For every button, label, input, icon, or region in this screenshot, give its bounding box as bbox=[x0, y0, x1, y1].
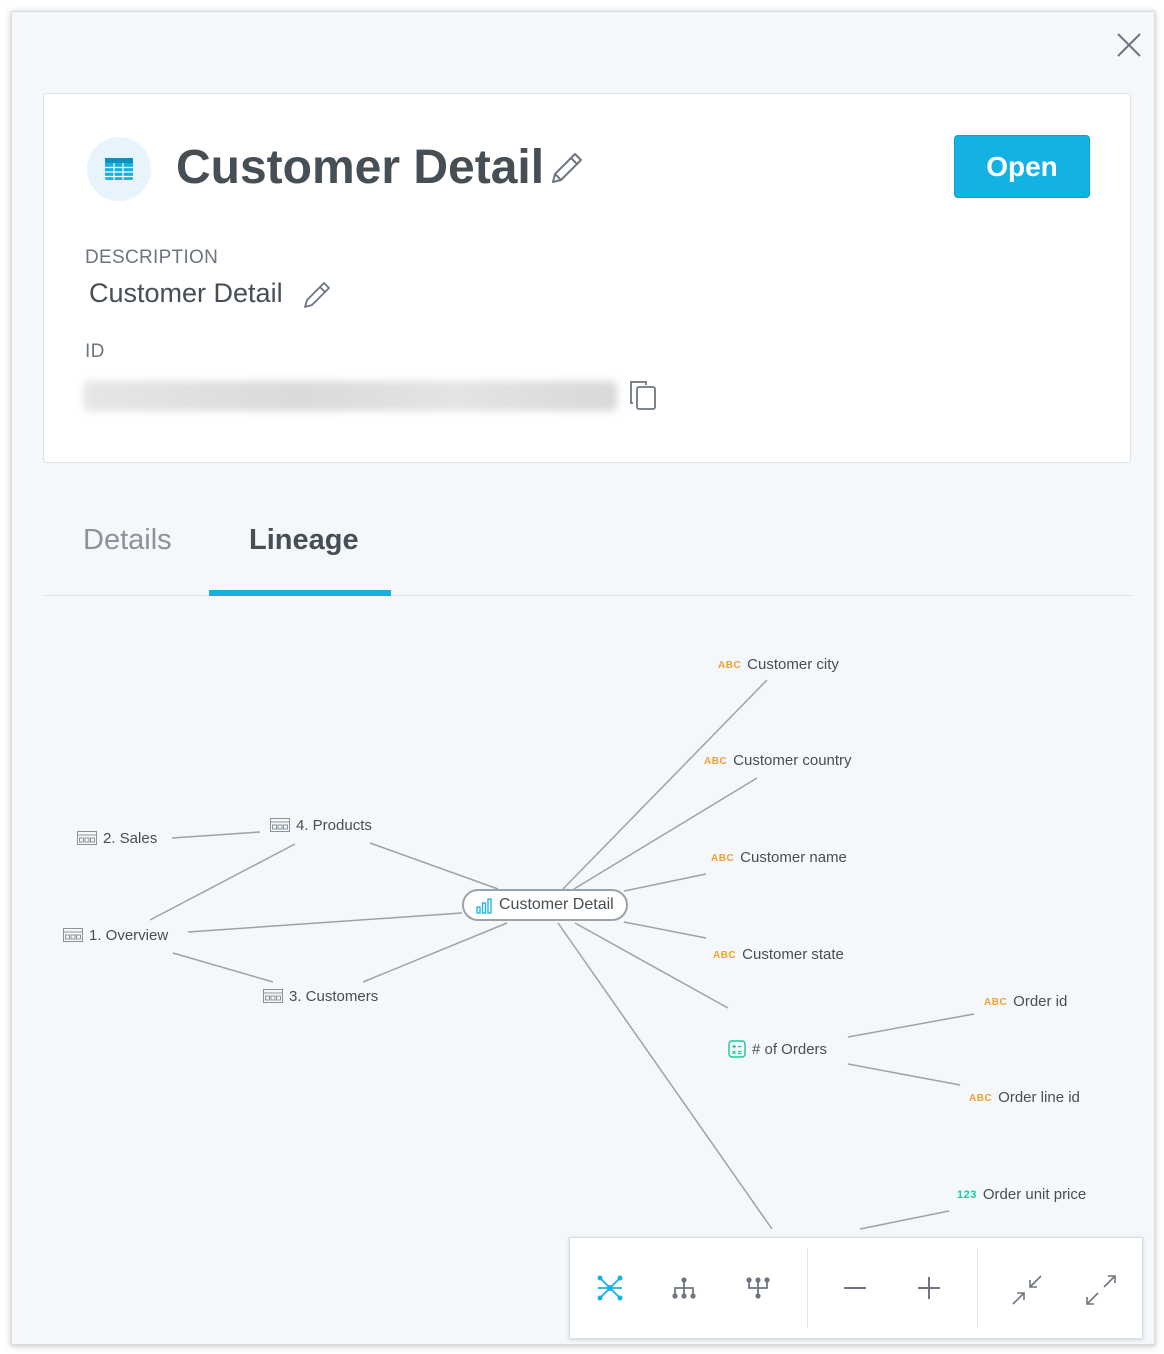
tabs-divider bbox=[43, 595, 1133, 596]
dashboard-icon bbox=[270, 818, 290, 832]
attribute-badge: ABC bbox=[718, 660, 742, 671]
dashboard-node[interactable]: 3. Customers bbox=[263, 987, 378, 1007]
attribute-badge: ABC bbox=[969, 1093, 993, 1104]
active-tab-indicator bbox=[209, 590, 391, 596]
open-button[interactable]: Open bbox=[954, 135, 1090, 198]
expand-icon bbox=[1086, 1275, 1116, 1305]
id-value bbox=[83, 381, 617, 411]
copy-icon bbox=[630, 381, 656, 410]
bar-chart-icon bbox=[476, 898, 492, 914]
description-value: Customer Detail bbox=[89, 278, 283, 308]
dashboard-node[interactable]: 1. Overview bbox=[63, 926, 168, 946]
network-layout-button[interactable] bbox=[590, 1268, 630, 1308]
fork-layout-button[interactable] bbox=[738, 1268, 778, 1308]
description-label: DESCRIPTION bbox=[85, 247, 219, 268]
zoom-in-button[interactable] bbox=[909, 1268, 949, 1308]
lineage-edges bbox=[149, 679, 975, 1230]
lineage-toolbar bbox=[569, 1237, 1143, 1339]
pencil-icon bbox=[552, 153, 582, 183]
fork-icon bbox=[746, 1277, 770, 1299]
attribute-badge: ABC bbox=[711, 853, 735, 864]
tab-details[interactable]: Details bbox=[83, 524, 172, 556]
edit-description-button[interactable] bbox=[302, 280, 332, 315]
insight-type-badge bbox=[87, 137, 151, 201]
insight-node-label: Customer Detail bbox=[499, 896, 614, 913]
fact-badge: 123 bbox=[957, 1189, 977, 1201]
hierarchy-layout-button[interactable] bbox=[664, 1268, 704, 1308]
collapse-icon bbox=[1012, 1275, 1042, 1305]
dashboard-node[interactable]: 4. Products bbox=[270, 816, 372, 836]
zoom-in-icon bbox=[918, 1277, 940, 1299]
dashboard-icon bbox=[77, 831, 97, 845]
insight-node[interactable]: Customer Detail bbox=[462, 889, 628, 921]
toolbar-separator bbox=[977, 1248, 978, 1328]
lineage-dialog: Customer Detail Open DESCRIPTION Custome… bbox=[11, 11, 1155, 1345]
tab-lineage[interactable]: Lineage bbox=[249, 524, 359, 556]
attribute-badge: ABC bbox=[704, 756, 728, 767]
insight-title: Customer Detail bbox=[176, 141, 545, 194]
zoom-out-icon bbox=[844, 1287, 866, 1289]
network-layout-icon bbox=[597, 1275, 623, 1301]
attribute-badge: ABC bbox=[984, 997, 1008, 1008]
dashboard-node[interactable]: 2. Sales bbox=[77, 829, 157, 849]
close-button[interactable] bbox=[1115, 31, 1143, 59]
table-insight-icon bbox=[105, 158, 133, 180]
copy-id-button[interactable] bbox=[628, 379, 658, 416]
metric-icon bbox=[728, 1040, 746, 1058]
hierarchy-icon bbox=[672, 1277, 696, 1299]
toolbar-separator bbox=[807, 1248, 808, 1328]
id-label: ID bbox=[85, 341, 105, 362]
close-icon bbox=[1117, 33, 1141, 57]
zoom-out-button[interactable] bbox=[835, 1268, 875, 1308]
dashboard-icon bbox=[263, 989, 283, 1003]
metric-node[interactable]: # of Orders bbox=[728, 1040, 827, 1060]
collapse-button[interactable] bbox=[1005, 1268, 1045, 1308]
edit-title-button[interactable] bbox=[549, 150, 585, 191]
pencil-icon bbox=[304, 282, 330, 308]
insight-card: Customer Detail Open DESCRIPTION Custome… bbox=[43, 93, 1131, 463]
attribute-badge: ABC bbox=[713, 950, 737, 961]
dashboard-icon bbox=[63, 928, 83, 942]
expand-button[interactable] bbox=[1079, 1268, 1119, 1308]
